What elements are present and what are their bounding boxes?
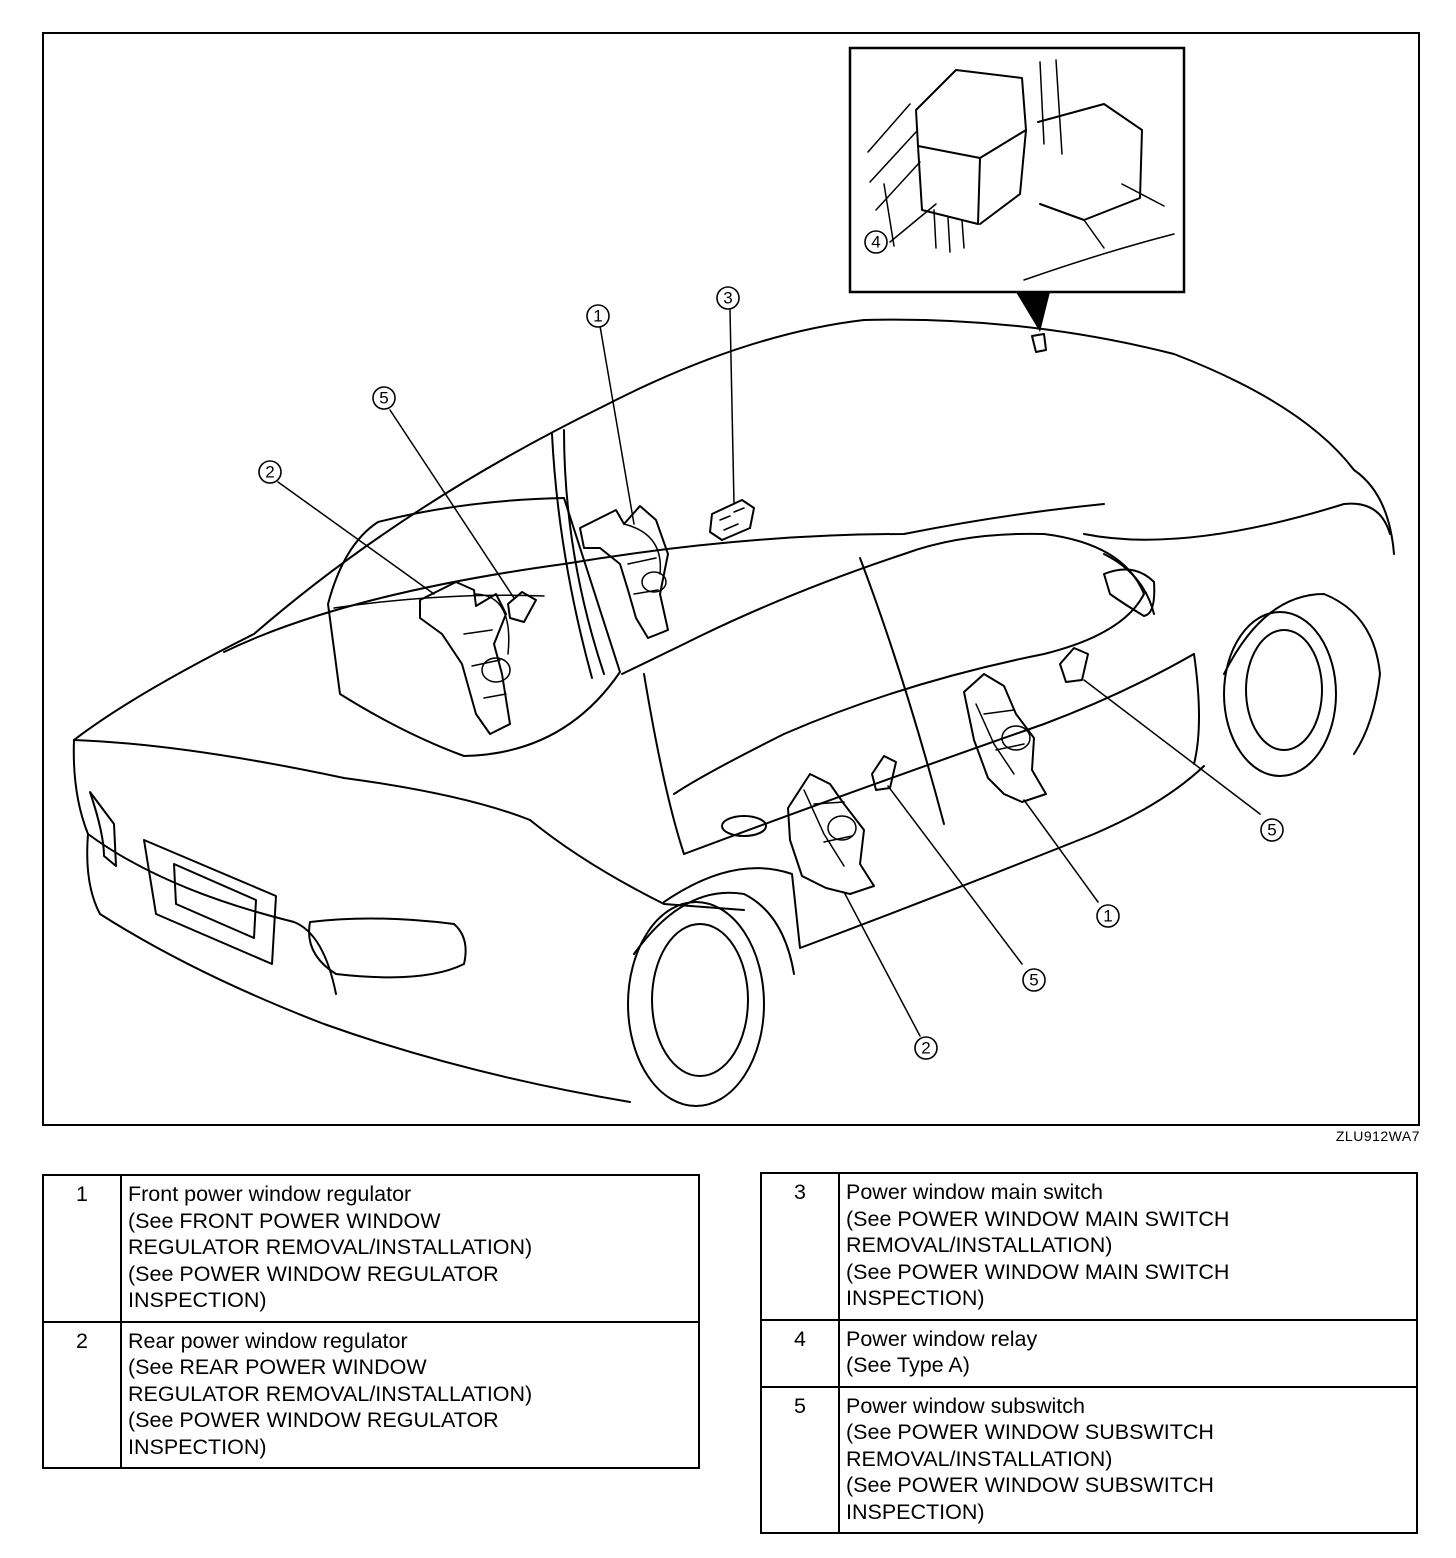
diagram-frame: 1 3 5 2 4 5 1 5 — [42, 32, 1420, 1126]
legend-line: REGULATOR REMOVAL/INSTALLATION) — [128, 1235, 533, 1259]
inset-pointer — [1016, 292, 1050, 332]
main-switch-top-view — [709, 499, 755, 541]
legend-description: Power window relay (See Type A) — [838, 1318, 1418, 1388]
callout-label: 3 — [723, 289, 732, 308]
subswitch-side-front — [1059, 647, 1089, 683]
legend-row: 1 Front power window regulator (See FRON… — [42, 1174, 700, 1323]
legend-table-right: 3 Power window main switch (See POWER WI… — [760, 1172, 1418, 1534]
legend-line: (See POWER WINDOW REGULATOR — [128, 1408, 499, 1432]
car-outline — [72, 318, 1395, 1107]
legend-line: Power window relay — [846, 1326, 1038, 1351]
legend-line: (See POWER WINDOW MAIN SWITCH — [846, 1206, 1230, 1231]
relay-small — [1031, 333, 1047, 353]
legend-line: (See POWER WINDOW SUBSWITCH — [846, 1420, 1214, 1444]
legend-line: INSPECTION) — [846, 1286, 985, 1310]
subswitch-side-rear — [871, 755, 897, 791]
callout-2-side: 2 — [914, 1036, 938, 1060]
callout-4: 4 — [864, 230, 888, 254]
legend-line: (See FRONT POWER WINDOW — [128, 1208, 441, 1233]
callout-label: 5 — [379, 389, 388, 408]
legend-line: Front power window regulator — [128, 1182, 412, 1206]
rear-regulator-side-view — [787, 773, 875, 895]
legend-number: 5 — [760, 1385, 840, 1534]
callout-label: 5 — [1267, 821, 1276, 840]
legend-row: 5 Power window subswitch (See POWER WIND… — [760, 1385, 1418, 1534]
door-handle — [721, 815, 767, 837]
callout-1-top: 1 — [586, 304, 610, 328]
legend-description: Power window subswitch (See POWER WINDOW… — [838, 1385, 1418, 1534]
legend-line: (See POWER WINDOW SUBSWITCH — [846, 1473, 1214, 1497]
legend-row: 4 Power window relay (See Type A) — [760, 1318, 1418, 1388]
rear-regulator-top-view — [419, 581, 511, 735]
legend-line: INSPECTION) — [128, 1288, 267, 1312]
callout-3: 3 — [716, 286, 740, 310]
legend-line: INSPECTION) — [846, 1499, 985, 1524]
callout-label: 5 — [1029, 971, 1038, 990]
legend-line: Power window main switch — [846, 1180, 1103, 1204]
figure-code: ZLU912WA7 — [1335, 1128, 1420, 1144]
legend-line: (See Type A) — [846, 1353, 970, 1377]
legend-line: (See POWER WINDOW MAIN SWITCH — [846, 1259, 1230, 1284]
callout-5-bottom: 5 — [1022, 968, 1046, 992]
legend-description: Front power window regulator (See FRONT … — [120, 1174, 700, 1323]
legend-line: REGULATOR REMOVAL/INSTALLATION) — [128, 1381, 533, 1406]
callout-label: 2 — [265, 463, 274, 482]
legend-line: (See REAR POWER WINDOW — [128, 1355, 427, 1379]
subswitch-top-view — [507, 591, 537, 623]
front-regulator-top-view — [579, 505, 669, 639]
legend-line: REMOVAL/INSTALLATION) — [846, 1446, 1113, 1471]
legend-row: 2 Rear power window regulator (See REAR … — [42, 1320, 700, 1469]
front-regulator-side-view — [963, 673, 1047, 803]
legend-description: Rear power window regulator (See REAR PO… — [120, 1320, 700, 1469]
leader-lines — [277, 309, 1261, 1037]
callout-label: 1 — [1103, 907, 1112, 926]
legend-line: Power window subswitch — [846, 1393, 1085, 1418]
callout-2-top: 2 — [258, 460, 282, 484]
callout-label: 4 — [871, 233, 880, 252]
legend-number: 2 — [42, 1320, 122, 1469]
callout-5-right: 5 — [1260, 818, 1284, 842]
legend-line: (See POWER WINDOW REGULATOR — [128, 1261, 499, 1286]
legend-line: INSPECTION) — [128, 1434, 267, 1459]
callout-label: 1 — [593, 307, 602, 326]
legend-line: Rear power window regulator — [128, 1328, 408, 1353]
legend-row: 3 Power window main switch (See POWER WI… — [760, 1172, 1418, 1321]
legend-number: 4 — [760, 1318, 840, 1388]
relay-inset — [848, 46, 1186, 294]
callout-1-side: 1 — [1096, 904, 1120, 928]
callout-label: 2 — [921, 1039, 930, 1058]
car-line-drawing: 1 3 5 2 4 5 1 5 — [72, 46, 1395, 1107]
legend-table-left: 1 Front power window regulator (See FRON… — [42, 1174, 700, 1469]
legend-number: 1 — [42, 1174, 122, 1323]
legend-description: Power window main switch (See POWER WIND… — [838, 1172, 1418, 1321]
legend-number: 3 — [760, 1172, 840, 1321]
callout-5-top: 5 — [372, 386, 396, 410]
legend-line: REMOVAL/INSTALLATION) — [846, 1233, 1113, 1257]
